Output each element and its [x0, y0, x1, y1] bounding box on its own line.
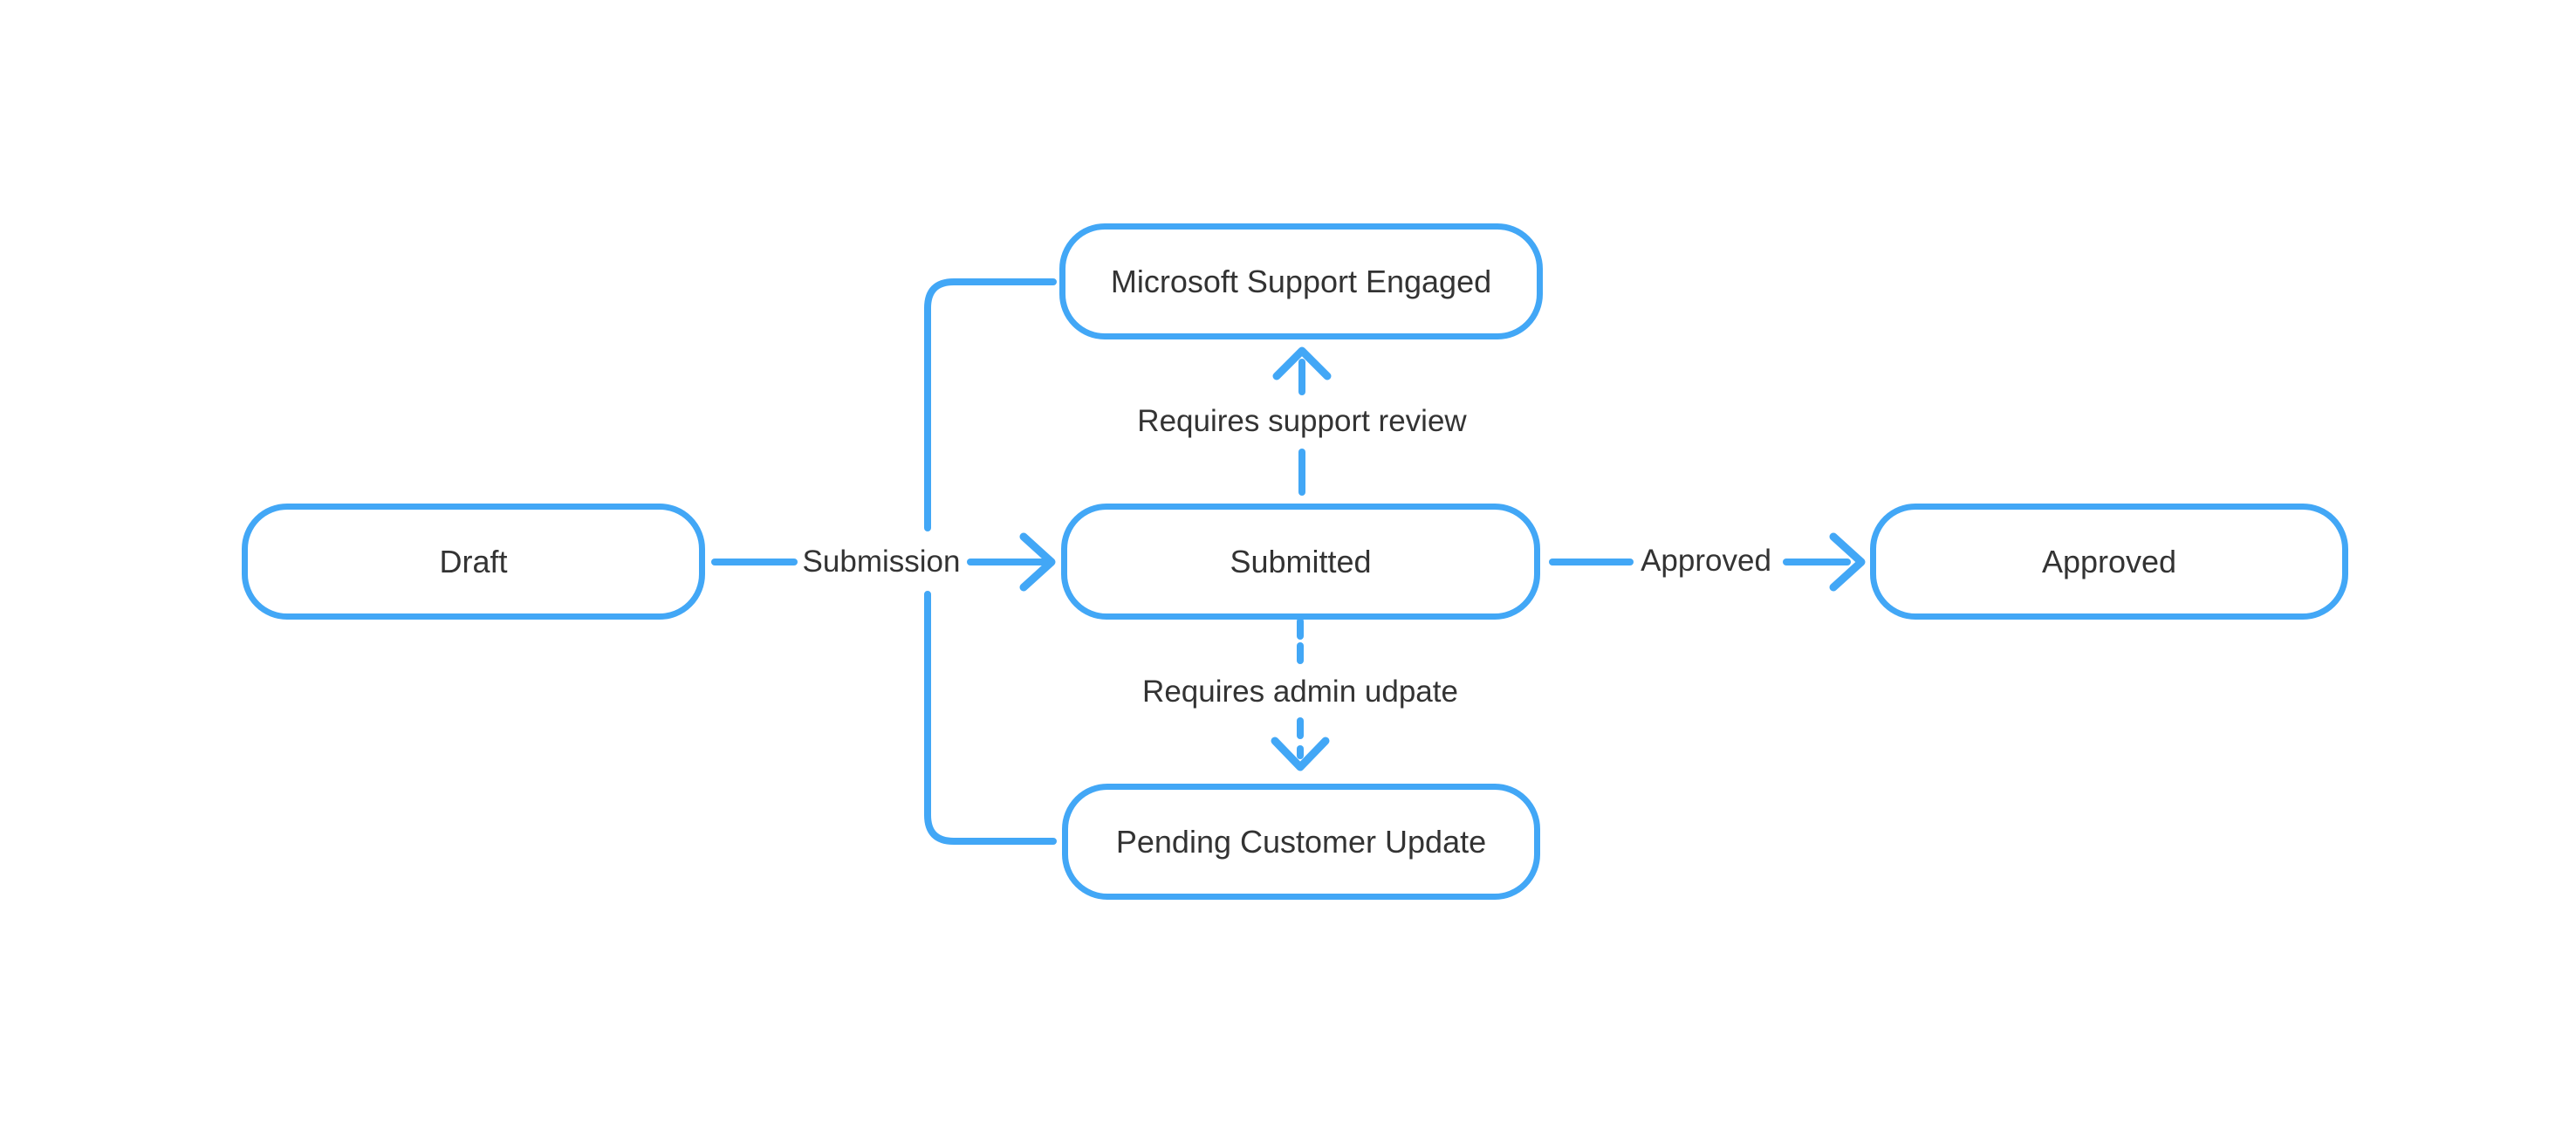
edge-submitted-to-support [1272, 346, 1332, 496]
edge-submitted-to-pending [1271, 618, 1330, 771]
node-approved: Approved [1870, 504, 2348, 620]
edge-label-requires-support-review: Requires support review [1137, 403, 1467, 440]
edge-label-requires-admin-udpate: Requires admin udpate [1142, 674, 1458, 710]
edge-left-return-connector [924, 278, 1057, 845]
edge-submitted-to-approved [1549, 532, 1866, 592]
node-draft: Draft [242, 504, 705, 620]
node-microsoft-support-engaged-label: Microsoft Support Engaged [1110, 263, 1492, 299]
edge-draft-to-submitted [711, 532, 1056, 592]
node-submitted: Submitted [1061, 504, 1540, 620]
edge-label-submission: Submission [802, 544, 961, 580]
arrowhead-right-icon [1019, 532, 1056, 592]
node-submitted-label: Submitted [1230, 543, 1372, 579]
node-microsoft-support-engaged: Microsoft Support Engaged [1059, 223, 1543, 339]
arrowhead-up-icon [1272, 346, 1332, 380]
node-approved-label: Approved [2041, 543, 2177, 579]
node-pending-customer-update: Pending Customer Update [1062, 784, 1540, 900]
node-draft-label: Draft [439, 543, 508, 579]
arrowhead-down-icon [1271, 737, 1330, 771]
node-pending-customer-update-label: Pending Customer Update [1115, 823, 1487, 860]
edge-label-approved: Approved [1641, 543, 1771, 579]
arrowhead-right-icon [1829, 532, 1866, 592]
